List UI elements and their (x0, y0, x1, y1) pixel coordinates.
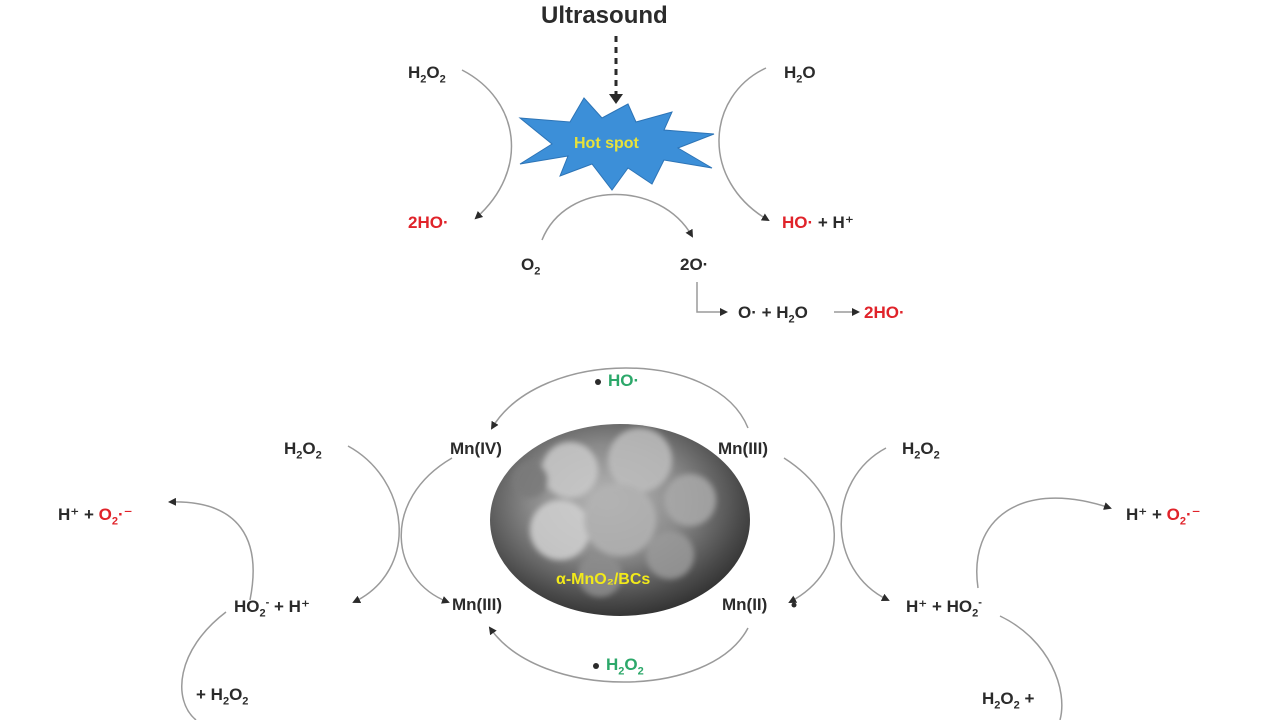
arc-o2-to-2o (541, 193, 693, 241)
top-ho-plus-h-label: HO· + H⁺ (782, 214, 854, 231)
left-product-h: H⁺ + (58, 505, 99, 524)
chain-right-label: 2HO· (864, 303, 905, 322)
left-plus-h2o2-label: + H2O2 (196, 685, 249, 708)
top-h2o2-label: H2O2 (408, 63, 446, 86)
arc-right-ho2-to-o2 (976, 497, 1112, 589)
arc-mn4-to-mn3-left (400, 457, 453, 604)
right-product-o2: O2·⁻ (1166, 505, 1201, 528)
top-plus-h: + H⁺ (813, 213, 854, 232)
hotspot-star (518, 97, 715, 191)
sem-texture (512, 428, 716, 597)
arc-left-ho2-to-o2 (168, 497, 254, 601)
connector-2o-chain (696, 282, 728, 316)
arc-mn2-to-mn3-bottom (488, 626, 749, 683)
hotspot-label: Hot spot (574, 135, 639, 152)
arc-left-h2o2-to-ho2 (347, 445, 400, 603)
arc-left-down (181, 611, 227, 720)
left-ho2-label: HO2- + H⁺ (234, 596, 310, 620)
h2o2-green-label: H2O2 (606, 655, 644, 678)
bullet-ho (595, 379, 601, 385)
right-ho2-label: H⁺ + HO2- (906, 596, 982, 620)
mn-iii-bottom-label: Mn(III) (452, 595, 503, 614)
top-o2-label: O2 (521, 255, 541, 278)
arc-mn3-to-mn4-top (490, 367, 749, 430)
arc-h2o2-to-2ho (461, 69, 513, 220)
left-product-o2: O2·⁻ (98, 505, 133, 528)
arc-h2o-to-ho (718, 67, 770, 222)
ultrasound-title: Ultrasound (541, 2, 668, 29)
ho-green-label: HO· (608, 371, 640, 390)
arc-right-h2o2-to-ho2 (840, 447, 890, 601)
left-product-label: H⁺ + O2·⁻ (58, 505, 133, 528)
ultrasound-arrowhead (609, 94, 623, 104)
top-ho-radical: HO· (782, 213, 814, 232)
mn-ii-label: Mn(II) (722, 595, 768, 614)
right-h2o2-label: H2O2 (902, 439, 940, 462)
bullet-mn2 (791, 602, 797, 608)
arc-mn3-to-mn2-right (783, 457, 835, 603)
top-2ho-label: 2HO· (408, 213, 449, 232)
chain-left-label: O· + H2O (738, 303, 808, 326)
arc-right-down (999, 615, 1063, 720)
left-h2o2-label: H2O2 (284, 439, 322, 462)
right-product-label: H⁺ + O2·⁻ (1126, 505, 1201, 528)
material-label: α-MnO₂/BCs (556, 571, 651, 588)
mn-iii-top-label: Mn(III) (718, 439, 769, 458)
top-h2o-label: H2O (784, 63, 816, 86)
right-h2o2-plus-label: H2O2 + (982, 689, 1035, 712)
mn-iv-label: Mn(IV) (450, 439, 502, 458)
top-2o-label: 2O· (680, 255, 709, 274)
right-product-h: H⁺ + (1126, 505, 1167, 524)
bullet-h2o2 (593, 663, 599, 669)
